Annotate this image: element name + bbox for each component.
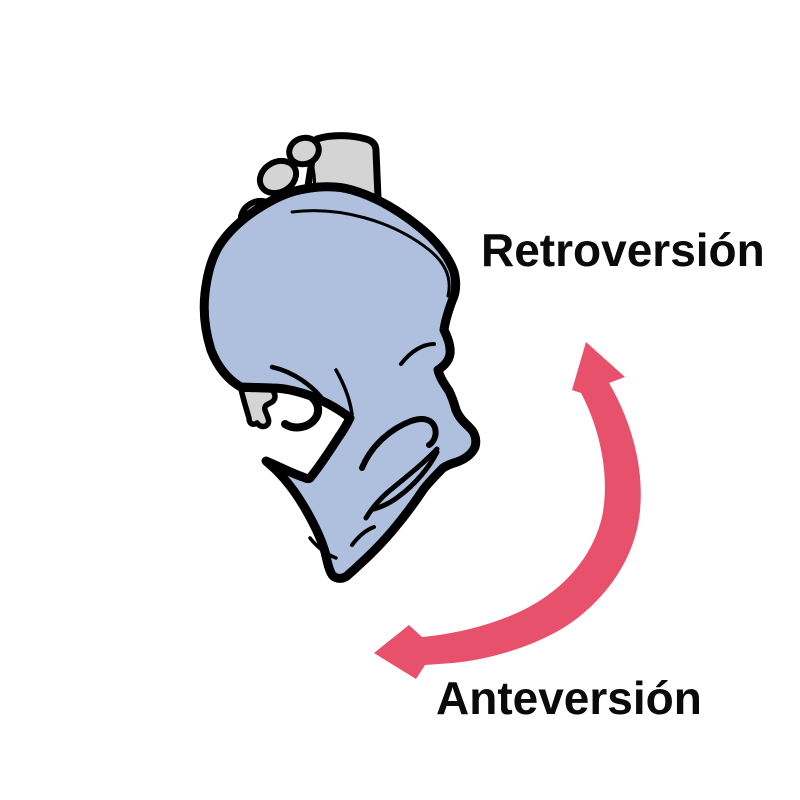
obturator-lower-line [371,449,440,512]
coccyx-shape [238,386,278,430]
iliac-crest-inner-line [290,209,451,298]
acetabulum-rim-line [359,416,439,471]
anteversion-label: Anteversión [436,672,702,724]
bone-detail-lines [269,209,451,560]
retroversion-label: Retroversión [481,224,765,276]
hip-bone-shape [199,182,481,583]
pubis-arc-line [308,536,338,560]
ischium-arc-line [350,525,376,547]
rotation-arrow [374,342,641,679]
acetabulum-arc-left [269,364,327,404]
vertebra-knob [286,134,322,168]
acetabulum-arc-small [334,368,354,416]
ischial-hook-line [281,391,323,432]
posterior-edge-line [399,342,436,366]
